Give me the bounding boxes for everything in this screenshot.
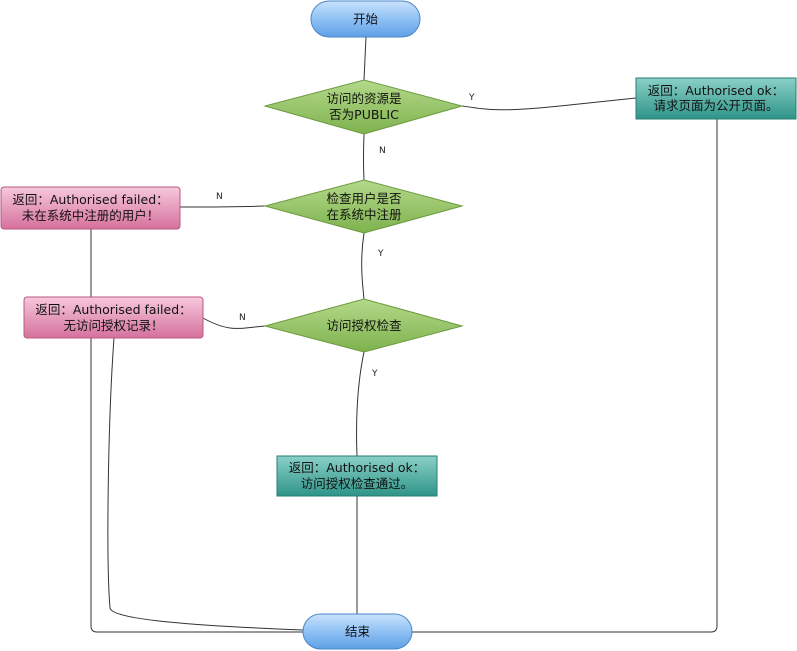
ok-auth-box[interactable]: 返回：Authorised ok： 访问授权检查通过。 (276, 455, 438, 497)
failed-norecord-line1: 返回：Authorised failed： (35, 302, 191, 317)
edge-start-to-public-check (363, 36, 367, 81)
edge-failed-unregistered-to-end (90, 229, 303, 633)
failed-unregistered-line2: 未在系统中注册的用户！ (22, 208, 160, 223)
failed-unregistered-box[interactable]: 返回：Authorised failed： 未在系统中注册的用户！ (0, 186, 181, 230)
edge-label-registered-yes: Y (377, 249, 384, 259)
edge-label-auth-yes: Y (371, 369, 378, 379)
auth-check-decision[interactable]: 访问授权检查 (263, 298, 464, 353)
registered-check-label-line2: 在系统中注册 (326, 207, 401, 222)
edge-label-auth-no: N (239, 313, 246, 323)
ok-public-box[interactable]: 返回：Authorised ok： 请求页面为公开页面。 (635, 77, 797, 120)
end-node-label: 结束 (345, 624, 371, 639)
failed-norecord-line2: 无访问授权记录！ (63, 318, 163, 333)
edge-auth-yes (356, 351, 365, 457)
start-node-label: 开始 (353, 12, 379, 27)
edge-public-no (363, 133, 365, 181)
public-check-decision[interactable]: 访问的资源是 否为PUBLIC (263, 79, 464, 135)
ok-auth-line1: 返回：Authorised ok： (289, 460, 426, 475)
ok-public-line1: 返回：Authorised ok： (648, 83, 785, 98)
failed-unregistered-line1: 返回：Authorised failed： (12, 192, 168, 207)
public-check-label-line1: 访问的资源是 (326, 91, 402, 106)
ok-auth-line2: 访问授权检查通过。 (301, 476, 414, 491)
start-node[interactable]: 开始 (310, 0, 421, 38)
auth-check-label: 访问授权检查 (326, 318, 402, 333)
edge-auth-no (202, 317, 266, 329)
registered-check-decision[interactable]: 检查用户是否 在系统中注册 (263, 179, 464, 234)
edge-label-public-no: N (379, 146, 386, 156)
edge-label-registered-no: N (216, 192, 223, 202)
ok-public-line2: 请求页面为公开页面。 (653, 98, 778, 113)
edge-failed-norecord-to-end (107, 337, 304, 631)
public-check-label-line2: 否为PUBLIC (329, 107, 399, 122)
registered-check-label-line1: 检查用户是否 (326, 191, 401, 206)
edge-registered-no (179, 205, 266, 208)
failed-norecord-box[interactable]: 返回：Authorised failed： 无访问授权记录！ (23, 296, 204, 339)
edge-ok-public-to-end (412, 119, 718, 633)
edge-registered-yes (361, 232, 365, 300)
end-node[interactable]: 结束 (302, 613, 413, 650)
edge-label-public-yes: Y (468, 93, 475, 103)
edge-public-yes (461, 97, 637, 111)
